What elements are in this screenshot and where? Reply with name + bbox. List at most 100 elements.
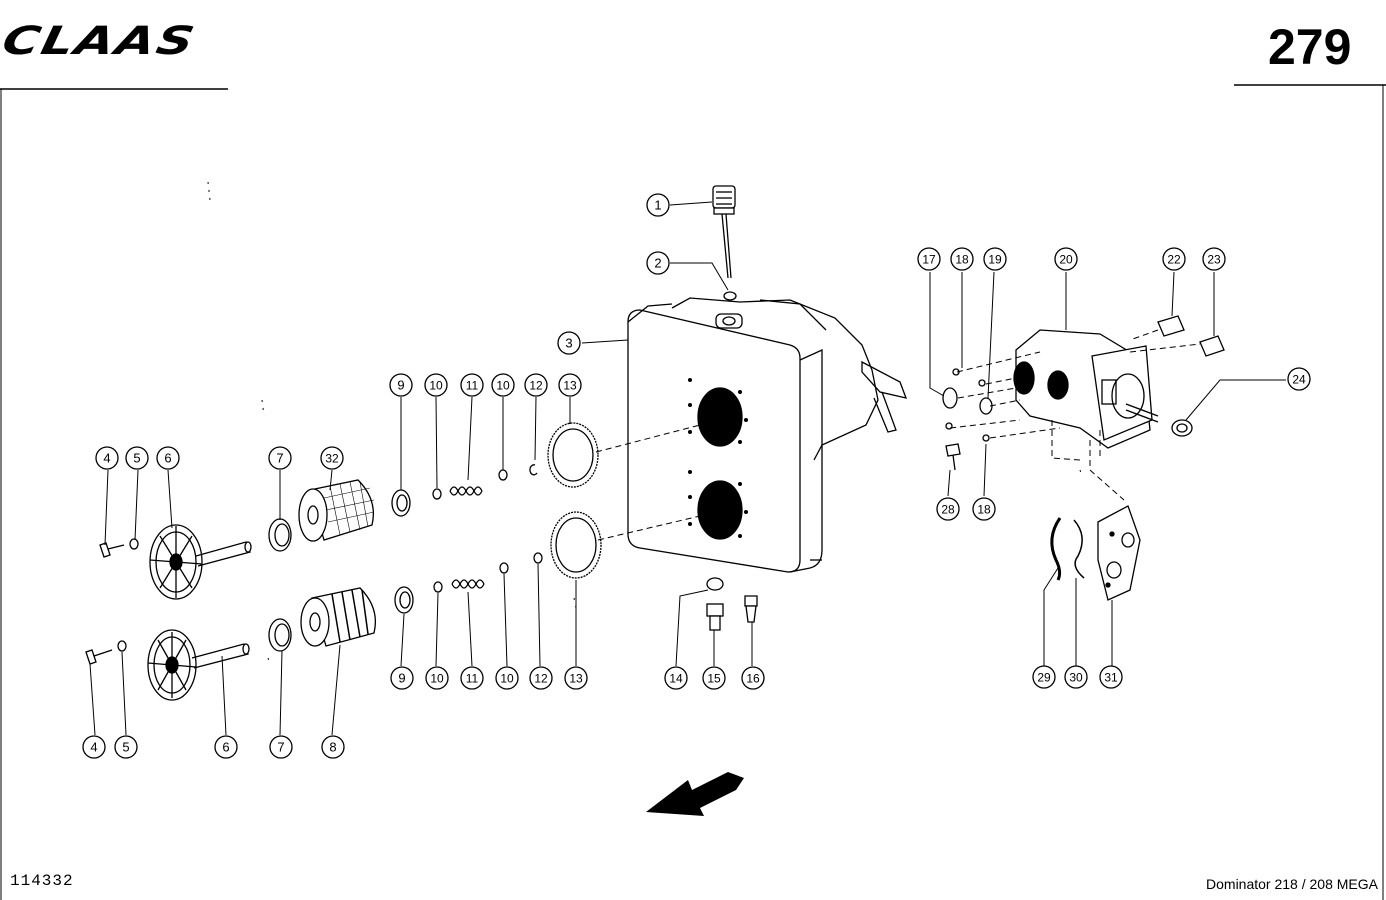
callout-11: 11 [460, 666, 484, 690]
hydraulic-pump [1013, 329, 1159, 449]
callout-circle [389, 373, 413, 397]
callout-12: 12 [524, 373, 548, 397]
leader-lines [89, 181, 1286, 736]
callout-circle [214, 735, 238, 759]
callout-8: 8 [321, 735, 345, 759]
callout-4: 4 [95, 446, 119, 470]
callout-28: 28 [936, 497, 960, 521]
callout-label: 12 [534, 672, 548, 686]
callout-circle [320, 446, 344, 470]
callout-4: 4 [82, 735, 106, 759]
callout-circle [529, 666, 553, 690]
callout-circle [564, 666, 588, 690]
callout-14: 14 [664, 666, 688, 690]
callout-label: 28 [941, 503, 955, 517]
callout-2: 2 [646, 251, 670, 275]
callout-circle [82, 735, 106, 759]
callout-circle [114, 735, 138, 759]
callout-label: 1 [654, 198, 661, 213]
callout-31: 31 [1099, 665, 1123, 689]
callout-24: 24 [1287, 367, 1311, 391]
callout-circle [1162, 247, 1186, 271]
callout-label: 18 [977, 503, 991, 517]
callout-label: 24 [1292, 373, 1306, 387]
callout-11: 11 [460, 373, 484, 397]
callout-6: 6 [156, 446, 180, 470]
dipstick [712, 185, 736, 279]
callout-5: 5 [114, 735, 138, 759]
callout-label: 13 [569, 672, 583, 686]
callout-circle [950, 247, 974, 271]
callout-label: 7 [276, 451, 283, 466]
callout-label: 4 [90, 740, 97, 755]
callout-circle [460, 373, 484, 397]
callout-22: 22 [1162, 247, 1186, 271]
callout-10: 10 [424, 373, 448, 397]
callout-circle [1099, 665, 1123, 689]
callout-label: 9 [397, 378, 404, 393]
callout-13: 13 [564, 666, 588, 690]
callout-label: 5 [122, 740, 129, 755]
o-ring-2 [723, 291, 737, 301]
callout-circle [156, 446, 180, 470]
callout-circle [424, 373, 448, 397]
callout-circle [702, 666, 726, 690]
callout-label: 8 [329, 740, 336, 755]
callout-label: 10 [429, 379, 443, 393]
callout-label: 20 [1059, 253, 1073, 267]
callout-32: 32 [320, 446, 344, 470]
callout-label: 11 [466, 672, 479, 686]
callout-18: 18 [950, 247, 974, 271]
callout-circle [125, 446, 149, 470]
callout-label: 10 [500, 672, 514, 686]
callout-circle [321, 735, 345, 759]
callout-circle [1287, 367, 1311, 391]
callout-18: 18 [972, 497, 996, 521]
callout-7: 7 [269, 735, 293, 759]
callout-17: 17 [917, 247, 941, 271]
callout-label: 30 [1069, 671, 1083, 685]
callout-circle [269, 735, 293, 759]
upper-filter-assembly [99, 422, 599, 600]
callout-5: 5 [125, 446, 149, 470]
callout-label: 6 [222, 740, 229, 755]
callout-1: 1 [646, 193, 670, 217]
callout-circle [972, 497, 996, 521]
callout-10: 10 [425, 666, 449, 690]
callout-label: 12 [529, 379, 543, 393]
callout-circle [557, 331, 581, 355]
callout-label: 32 [325, 452, 339, 466]
callout-20: 20 [1054, 247, 1078, 271]
callout-label: 15 [707, 672, 721, 686]
callout-label: 13 [563, 379, 577, 393]
callout-label: 2 [654, 256, 661, 271]
callout-circle [741, 666, 765, 690]
callout-circle [1064, 665, 1088, 689]
callout-label: 6 [164, 451, 171, 466]
callout-13: 13 [558, 373, 582, 397]
callout-circle [646, 251, 670, 275]
callout-label: 4 [103, 451, 110, 466]
lower-filter-assembly [85, 511, 602, 701]
callout-circle [1054, 247, 1078, 271]
callout-label: 9 [398, 671, 405, 686]
callout-circle [524, 373, 548, 397]
callout-label: 23 [1207, 253, 1221, 267]
callout-12: 12 [529, 666, 553, 690]
callout-16: 16 [741, 666, 765, 690]
drain-plug-parts [706, 577, 758, 631]
callout-circle [1032, 665, 1056, 689]
callout-circle [558, 373, 582, 397]
callout-circle [983, 247, 1007, 271]
callout-23: 23 [1202, 247, 1226, 271]
document-number: 114332 [10, 872, 74, 890]
callout-circle [1202, 247, 1226, 271]
callout-10: 10 [491, 373, 515, 397]
callout-label: 29 [1037, 671, 1051, 685]
hydraulic-tank [627, 297, 908, 573]
callout-circle [460, 666, 484, 690]
callout-3: 3 [557, 331, 581, 355]
callout-7: 7 [268, 446, 292, 470]
